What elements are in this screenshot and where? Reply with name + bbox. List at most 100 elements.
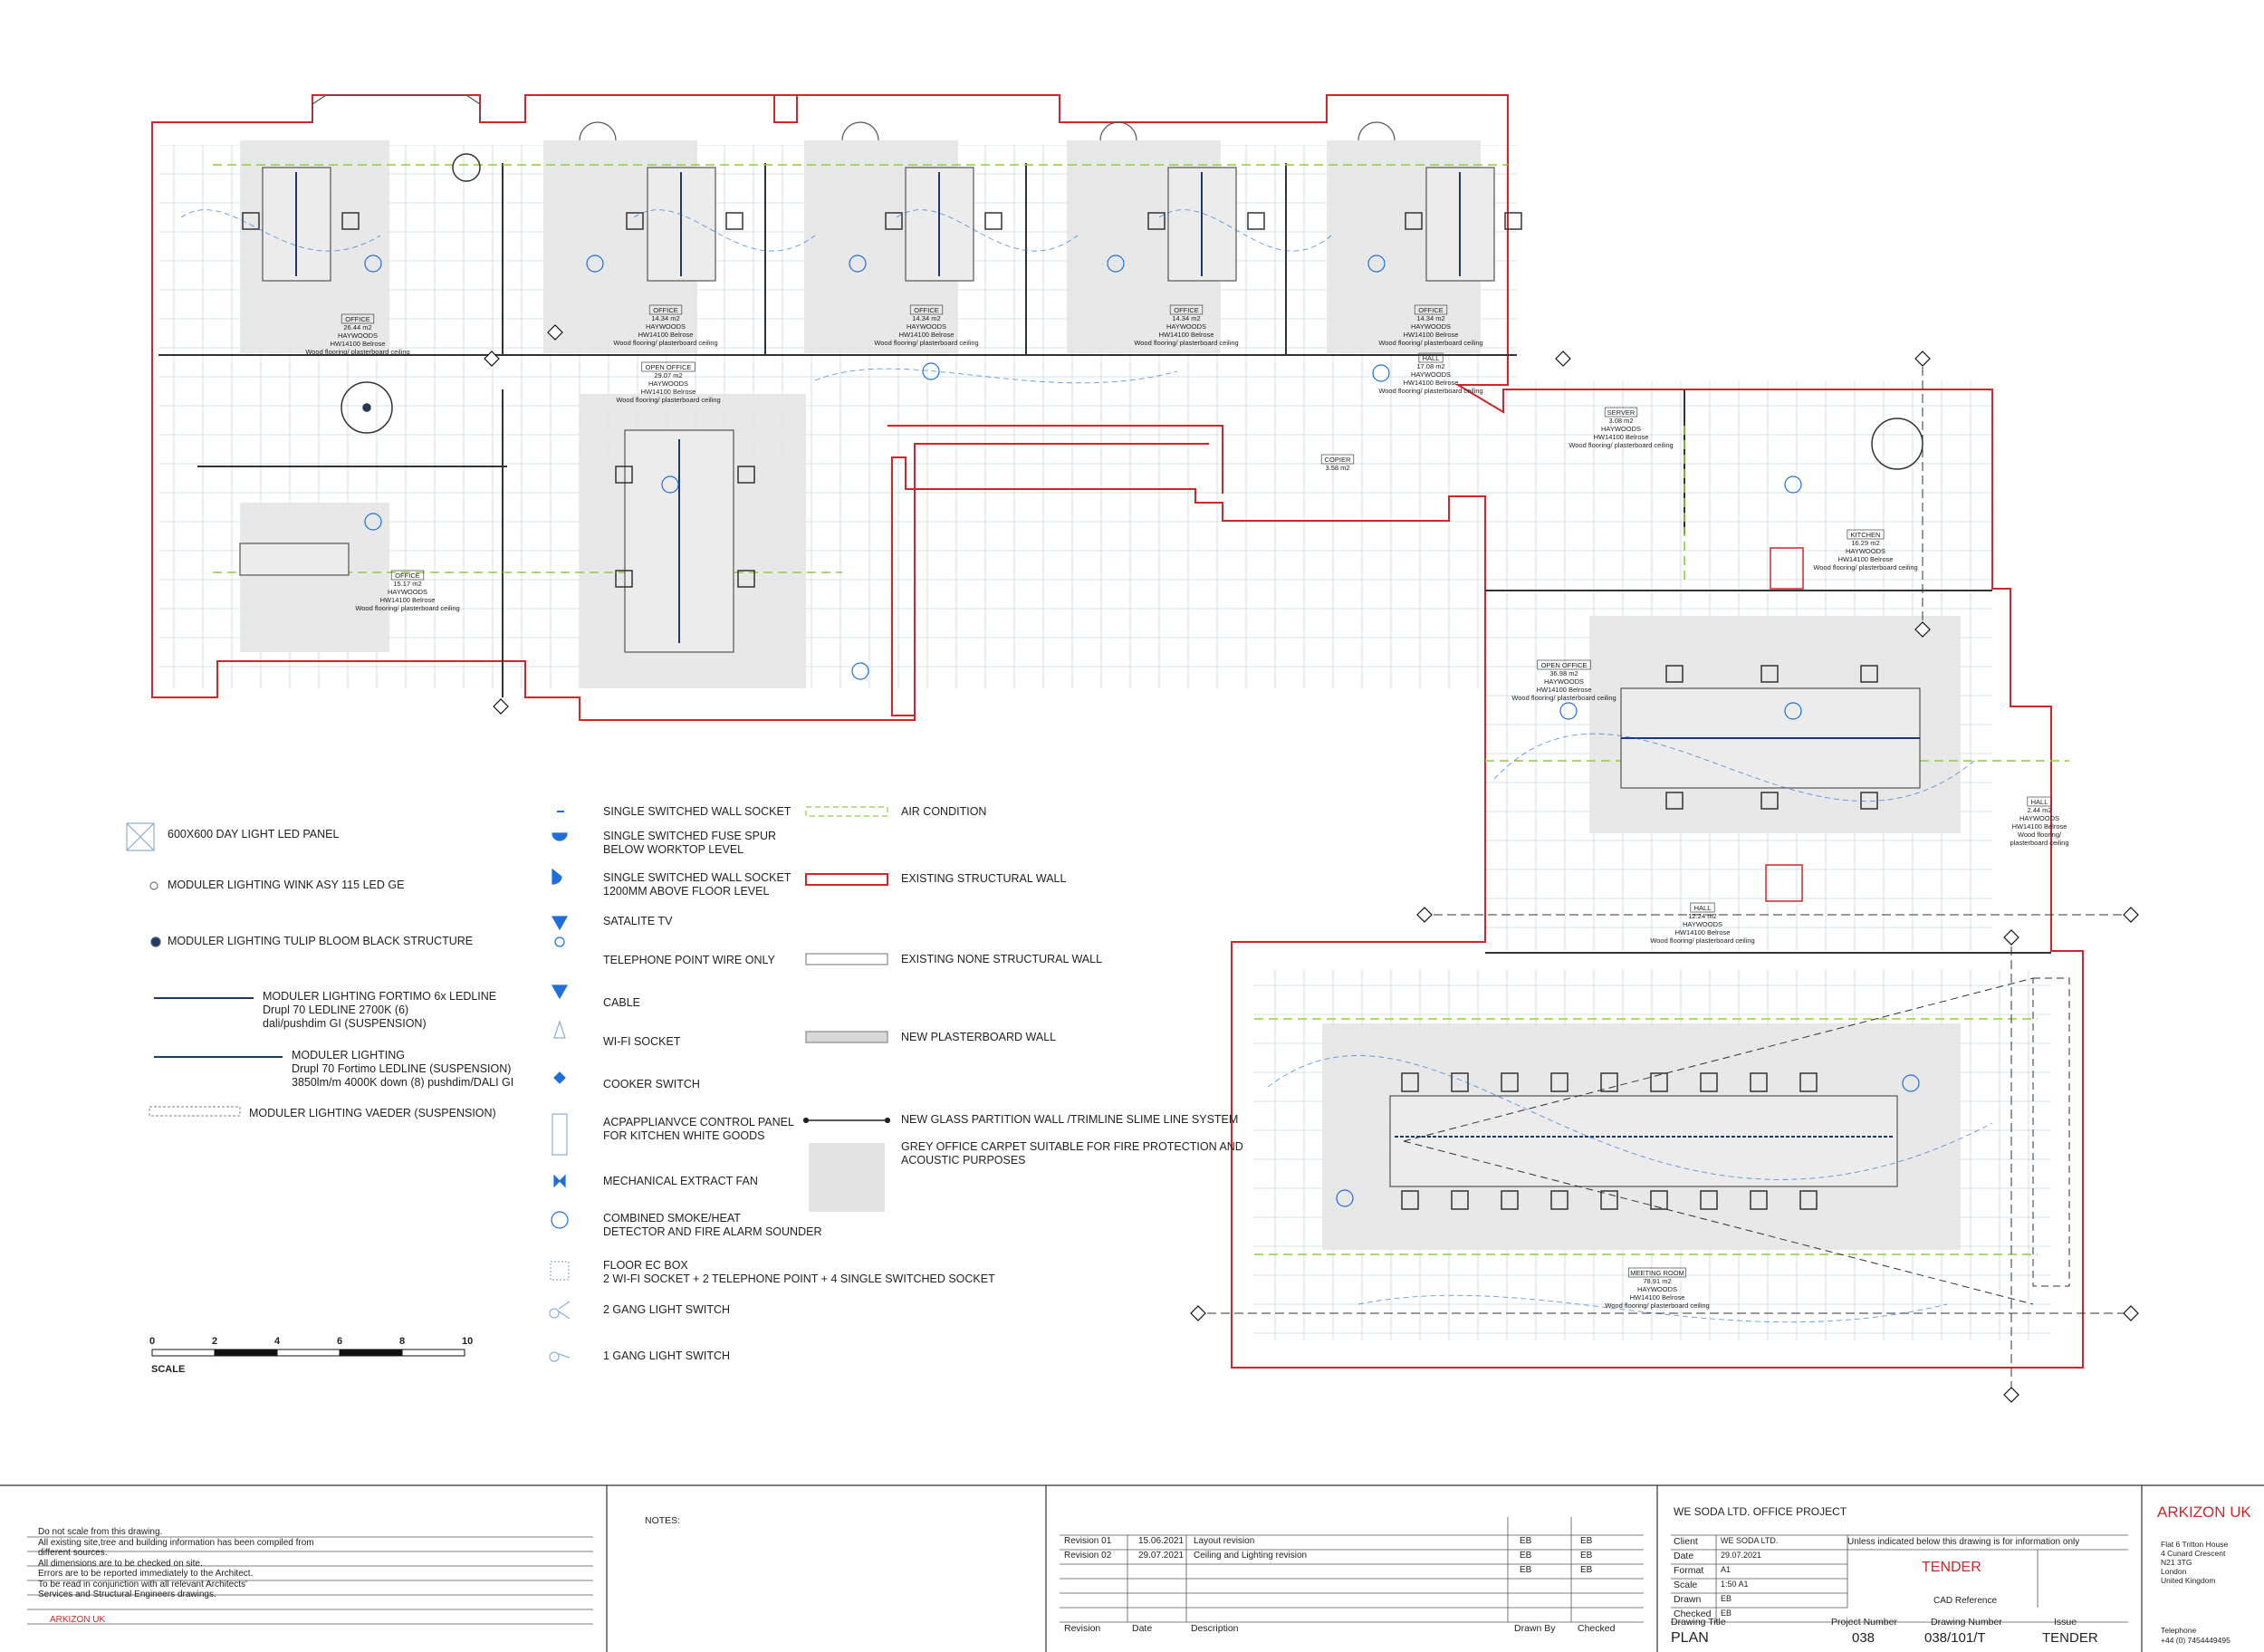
room-label-hall-3: HAYWOODS (2019, 814, 2059, 822)
room-name-box (390, 570, 425, 581)
notes-label: NOTES: (645, 1515, 681, 1526)
smoke-detectors (364, 255, 1920, 1207)
room-label-hall-1: Wood flooring/ plasterboard ceiling (1378, 387, 1482, 395)
drawing-number: 038/101/T (1924, 1630, 1986, 1646)
room-label-hall-2: HAYWOODS (1683, 920, 1722, 928)
room-label-office-3: OFFICE (914, 306, 939, 314)
led-lines (295, 172, 1920, 1138)
room-label-hall-1: HAYWOODS (1411, 370, 1451, 379)
address-line: London (2161, 1567, 2187, 1576)
issue-value: TENDER (2042, 1630, 2098, 1646)
room-label-hall-1: 17.08 m2 (1416, 362, 1444, 370)
room-label-server: Wood flooring/ plasterboard ceiling (1568, 441, 1673, 449)
room-label-meeting-room: MEETING ROOM (1630, 1269, 1684, 1277)
switch-2-gang-icon (549, 1301, 571, 1320)
legend-item-vaeder: MODULER LIGHTING VAEDER (SUSPENSION) (249, 1107, 496, 1119)
general-note: different sources. (38, 1548, 108, 1558)
room-label-hall-3: Wood flooring/ (2018, 831, 2062, 839)
section-markers (484, 324, 2139, 1403)
legend-item-plasterboard: NEW PLASTERBOARD WALL (901, 1031, 1057, 1043)
room-label-open-office-2: OPEN OFFICE (1541, 661, 1588, 669)
legend-item-wink: MODULER LIGHTING WINK ASY 115 LED GE (168, 879, 405, 891)
plasterboard-wall-icon (805, 1031, 888, 1043)
general-note: To be read in conjunction with all relev… (38, 1579, 247, 1590)
glass-partition-icon (802, 1117, 891, 1124)
field-key: Format (1674, 1565, 1704, 1576)
structural-wall-icon (805, 873, 888, 886)
general-note: All dimensions are to be checked on site… (38, 1558, 203, 1569)
carpet-icon (809, 1143, 885, 1212)
room-label-office-2: HW14100 Belrose (638, 331, 694, 339)
revision-checked: EB (1580, 1536, 1593, 1546)
cooker-switch-icon (553, 1071, 566, 1084)
drawing-title-label: Drawing Title (1671, 1617, 1726, 1628)
scale-label: SCALE (151, 1364, 186, 1375)
room-label-office-2: HAYWOODS (646, 322, 686, 331)
field-value: 29.07.2021 (1721, 1551, 1762, 1560)
room-label-office-5: OFFICE (1418, 306, 1444, 314)
room-label-server: HAYWOODS (1601, 425, 1641, 433)
revision-desc: Layout revision (1194, 1536, 1255, 1546)
legend-icons (126, 806, 891, 1362)
room-label-office-2: OFFICE (653, 306, 678, 314)
room-label-hall-2: HW14100 Belrose (1675, 928, 1731, 936)
legend-item-cable: CABLE (603, 996, 640, 1009)
room-name-box (1418, 352, 1444, 363)
scale-tick: 2 (212, 1336, 218, 1347)
scale-tick: 6 (337, 1336, 343, 1347)
room-label-open-office-2: Wood flooring/ plasterboard ceiling (1511, 694, 1616, 702)
meeting-chairs (1401, 1072, 1818, 1210)
status-tender: TENDER (1922, 1560, 1981, 1575)
project-number: 038 (1852, 1630, 1875, 1646)
legend-item-socket-1200: SINGLE SWITCHED WALL SOCKET 1200MM ABOVE… (603, 871, 791, 898)
room-label-meeting-room: 78.91 m2 (1643, 1277, 1671, 1285)
legend-item-satalite: SATALITE TV (603, 915, 673, 927)
room-label-copier: 3.58 m2 (1325, 464, 1349, 472)
room-label-hall-3: HW14100 Belrose (2012, 822, 2067, 831)
revision-date: 15.06.2021 (1138, 1536, 1185, 1546)
revision-drawn: EB (1520, 1536, 1532, 1546)
switch-1-gang-icon (549, 1351, 571, 1362)
revision-drawn: EB (1520, 1551, 1532, 1561)
company-small: ARKIZON UK (50, 1615, 106, 1625)
legend-item-wall-socket: SINGLE SWITCHED WALL SOCKET (603, 805, 791, 818)
room-name-box (341, 313, 375, 324)
satellite-tv-icon (551, 916, 569, 931)
rev-header-desc: Description (1191, 1623, 1239, 1634)
project-number-label: Project Number (1831, 1617, 1897, 1628)
drawing-title: PLAN (1671, 1630, 1709, 1646)
scale-bar (151, 1349, 465, 1357)
room-label-office-1: 26.44 m2 (343, 323, 371, 331)
rev-header-drawn: Drawn By (1514, 1623, 1556, 1634)
room-label-office-4: Wood flooring/ plasterboard ceiling (1134, 339, 1238, 347)
field-value: A1 (1721, 1565, 1732, 1574)
info-note: Unless indicated below this drawing is f… (1847, 1537, 2080, 1547)
room-label-hall-3: HALL (2031, 798, 2048, 806)
phone-label: Telephone (2161, 1626, 2197, 1635)
scale-tick: 8 (399, 1336, 406, 1347)
room-name-box (1537, 659, 1591, 670)
general-note: All existing site,tree and building info… (38, 1537, 314, 1548)
room-label-office-3: HW14100 Belrose (899, 331, 955, 339)
room-label-server: SERVER (1607, 408, 1636, 417)
general-note: Do not scale from this drawing. (38, 1527, 163, 1537)
room-label-kitchen: HW14100 Belrose (1838, 555, 1894, 563)
room-label-office-3: Wood flooring/ plasterboard ceiling (874, 339, 978, 347)
room-label-office-4: OFFICE (1174, 306, 1199, 314)
scale-tick: 4 (274, 1336, 281, 1347)
room-label-office-5: HW14100 Belrose (1404, 331, 1459, 339)
legend-item-fuse-spur: SINGLE SWITCHED FUSE SPUR BELOW WORKTOP … (603, 830, 776, 856)
room-label-office-4: HW14100 Belrose (1159, 331, 1214, 339)
window-bays (312, 94, 1396, 141)
room-label-office-4: 14.34 m2 (1172, 314, 1200, 322)
room-name-box (641, 361, 696, 372)
room-label-open-office-2: HW14100 Belrose (1537, 686, 1592, 694)
address-line: United Kingdom (2161, 1576, 2216, 1585)
room-name-box (648, 304, 683, 315)
room-label-hall-2: 12.24 m2 (1688, 912, 1716, 920)
room-label-office-5: 14.34 m2 (1416, 314, 1444, 322)
address-line: Flat 6 Tritton House (2161, 1540, 2229, 1549)
phone-number: +44 (0) 7454449495 (2161, 1636, 2230, 1645)
legend-item-fortimo-1: MODULER LIGHTING FORTIMO 6x LEDLINE Drup… (263, 990, 497, 1030)
room-name-box (1628, 1267, 1686, 1278)
